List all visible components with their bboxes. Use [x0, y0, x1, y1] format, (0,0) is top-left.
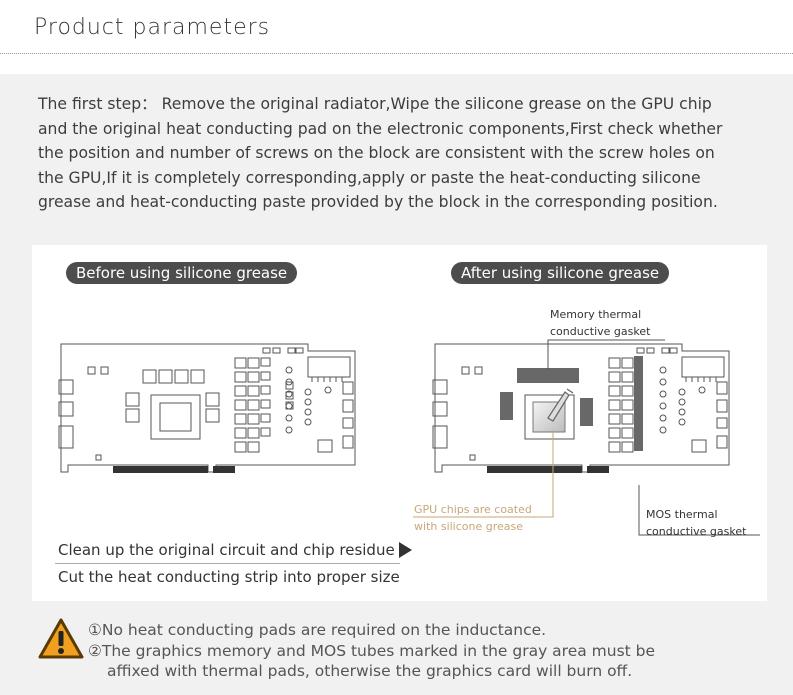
page-title: Product parameters — [34, 15, 271, 40]
step-cut: Cut the heat conducting strip into prope… — [58, 568, 400, 586]
description-line: and the original heat conducting pad on … — [38, 119, 723, 138]
note-1: ①No heat conducting pads are required on… — [88, 621, 547, 639]
notes: ①No heat conducting pads are required on… — [88, 620, 788, 682]
memory-label-line: conductive gasket — [550, 325, 651, 338]
before-title: Before using silicone grease — [66, 262, 298, 284]
dotted-divider — [0, 53, 793, 54]
warning-icon — [38, 618, 84, 659]
step-clean: Clean up the original circuit and chip r… — [58, 541, 395, 559]
illustration-panel — [32, 245, 767, 601]
description-line: grease and heat-conducting paste provide… — [38, 193, 718, 211]
mos-label-line: MOS thermal — [646, 508, 718, 521]
after-title: After using silicone grease — [451, 262, 670, 284]
memory-label: Memory thermal conductive gasket — [550, 306, 650, 340]
gpu-grease-label-line: with silicone grease — [414, 520, 524, 533]
note-2-cont: affixed with thermal pads, otherwise the… — [107, 662, 633, 680]
gpu-grease-label-line: GPU chips are coated — [414, 503, 532, 516]
memory-label-line: Memory thermal — [550, 308, 642, 321]
step-divider — [55, 563, 400, 564]
mos-label-line: conductive gasket — [646, 525, 747, 538]
description-line: The first step： Remove the original radi… — [38, 95, 712, 113]
mos-label: MOS thermal conductive gasket — [646, 506, 746, 540]
before-board-diagram — [58, 343, 356, 473]
gpu-grease-label: GPU chips are coated with silicone greas… — [414, 501, 532, 535]
description-line: the position and number of screws on the… — [38, 144, 715, 162]
description-line: the GPU,If it is completely correspondin… — [38, 168, 701, 187]
description: The first step： Remove the original radi… — [38, 92, 768, 215]
note-2: ②The graphics memory and MOS tubes marke… — [88, 641, 656, 660]
header: Product parameters — [0, 0, 793, 54]
after-board-diagram — [432, 343, 730, 473]
